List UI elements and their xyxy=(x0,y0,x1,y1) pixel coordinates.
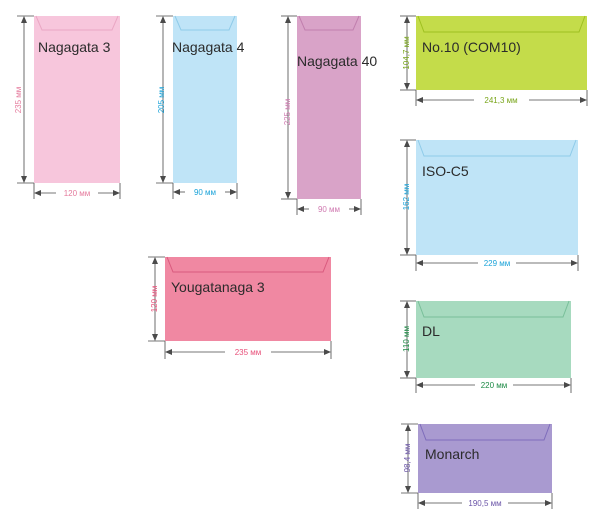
envelope-body xyxy=(165,257,331,341)
envelope-flap xyxy=(417,300,570,318)
height-label: 205 мм xyxy=(157,87,166,114)
width-label: 190,5 мм xyxy=(468,499,501,508)
width-label: 120 мм xyxy=(64,189,91,198)
width-label: 241,3 мм xyxy=(484,96,517,105)
envelope-body xyxy=(297,16,361,199)
envelope-nagagata-40: Nagagata 40 225 мм 90 мм xyxy=(281,15,377,215)
envelope-name: ISO-C5 xyxy=(422,163,469,179)
height-label: 98,4 мм xyxy=(403,444,412,473)
envelope-no10: No.10 (COM10) 104,7 мм 241,3 мм xyxy=(400,15,588,106)
envelope-name: No.10 (COM10) xyxy=(422,39,521,55)
envelope-body xyxy=(416,16,587,90)
envelope-name: DL xyxy=(422,323,440,339)
envelope-flap xyxy=(166,256,330,273)
height-label: 225 мм xyxy=(283,99,292,126)
width-label: 235 мм xyxy=(235,348,262,357)
envelope-flap xyxy=(417,139,577,157)
width-label: 220 мм xyxy=(481,381,508,390)
width-label: 90 мм xyxy=(318,205,340,214)
envelope-body xyxy=(416,140,578,255)
envelope-body xyxy=(173,16,237,183)
envelope-name: Nagagata 3 xyxy=(38,39,111,55)
envelope-monarch: Monarch 98,4 мм 190,5 мм xyxy=(401,423,553,509)
envelope-name: Yougatanaga 3 xyxy=(171,279,265,295)
envelope-yougatanaga-3: Yougatanaga 3 120 мм 235 мм xyxy=(148,256,332,359)
envelope-nagagata-3: Nagagata 3 235 мм 120 мм xyxy=(14,15,121,199)
height-label: 120 мм xyxy=(150,286,159,313)
envelope-nagagata-4: Nagagata 4 205 мм 90 мм xyxy=(156,15,245,199)
width-label: 90 мм xyxy=(194,188,216,197)
envelope-flap xyxy=(35,15,119,31)
envelope-dl: DL 110 мм 220 мм xyxy=(400,300,572,393)
envelope-flap xyxy=(174,15,236,31)
envelope-flap xyxy=(298,15,360,31)
envelope-name: Nagagata 40 xyxy=(297,53,377,69)
envelope-body xyxy=(416,301,571,378)
height-label: 104,7 мм xyxy=(402,36,411,69)
envelope-flap xyxy=(419,423,551,441)
envelope-name: Monarch xyxy=(425,446,479,462)
height-label: 162 мм xyxy=(402,184,411,211)
envelope-name: Nagagata 4 xyxy=(172,39,245,55)
width-label: 229 мм xyxy=(484,259,511,268)
envelope-flap xyxy=(417,15,586,33)
envelope-iso-c5: ISO-C5 162 мм 229 мм xyxy=(400,139,579,271)
envelope-body xyxy=(418,424,552,493)
height-label: 235 мм xyxy=(14,87,23,114)
envelope-body xyxy=(34,16,120,183)
height-label: 110 мм xyxy=(402,326,411,352)
